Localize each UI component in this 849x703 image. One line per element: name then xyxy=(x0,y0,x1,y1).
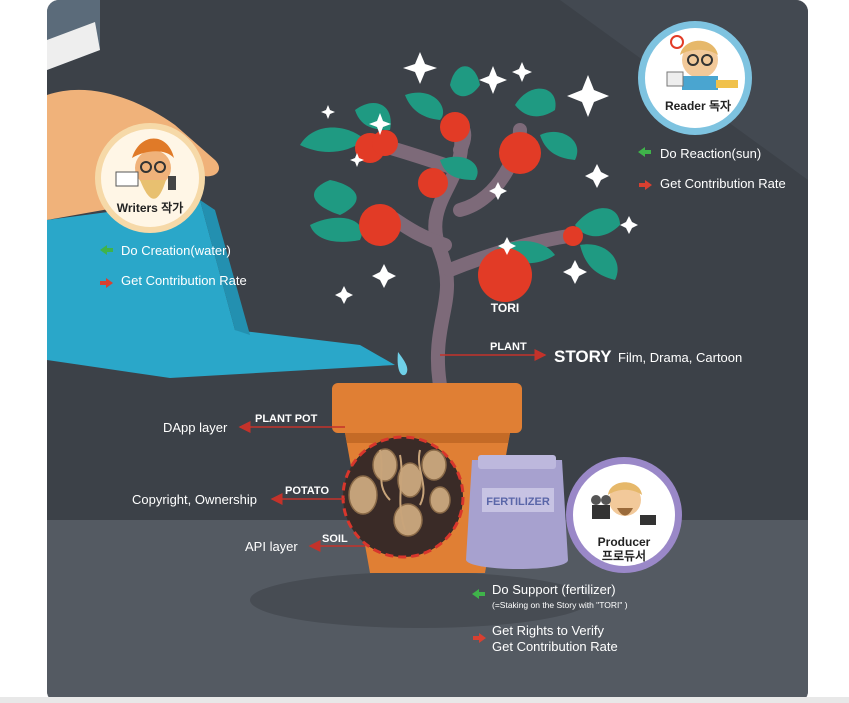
green-arrow-icon xyxy=(472,589,485,599)
tomato xyxy=(499,132,541,174)
reader-action: Do Reaction(sun) xyxy=(660,146,761,161)
tomato xyxy=(418,168,448,198)
producer-action: Do Support (fertilizer) xyxy=(492,582,616,597)
text-layer: Writers 작가 Do Creation(water) Get Contri… xyxy=(100,98,786,654)
tomato xyxy=(563,226,583,246)
pot-rim xyxy=(332,383,522,433)
pot-rim-shade xyxy=(345,433,510,443)
water-drop xyxy=(397,352,408,376)
story-label: STORY xyxy=(554,347,612,366)
story-media: Film, Drama, Cartoon xyxy=(618,350,742,365)
pot-shadow xyxy=(250,572,590,628)
writer-avatar xyxy=(95,123,205,233)
producer-action-note: (=Staking on the Story with "TORI" ) xyxy=(492,600,628,610)
tomato xyxy=(372,130,398,156)
tomato xyxy=(478,248,532,302)
producer-title-1: Producer xyxy=(598,535,651,549)
red-arrow-icon xyxy=(100,278,113,288)
producer-avatar xyxy=(566,457,682,573)
watering-can-shade xyxy=(200,200,250,335)
sparkles xyxy=(321,52,638,304)
red-arrow-icon xyxy=(473,633,486,643)
writers-action: Do Creation(water) xyxy=(121,243,231,258)
tori-label: TORI xyxy=(491,301,519,315)
writers-reward: Get Contribution Rate xyxy=(121,273,247,288)
soil-label: SOIL xyxy=(322,533,348,545)
plant-label: PLANT xyxy=(490,341,527,353)
potato-meaning: Copyright, Ownership xyxy=(132,492,257,507)
potato-roots xyxy=(379,449,425,531)
potato-label: POTATO xyxy=(285,485,329,497)
clock-icon xyxy=(670,35,684,49)
watering-can xyxy=(47,200,395,378)
camera-icon xyxy=(592,505,610,519)
fertilizer-label: FERTILIZER xyxy=(486,496,550,508)
red-arrow-icon xyxy=(639,180,652,190)
plant-pot-meaning: DApp layer xyxy=(163,420,228,435)
producer-reward-1: Get Rights to Verify xyxy=(492,623,604,638)
bottom-toolbar-strip xyxy=(0,697,849,703)
soil-meaning: API layer xyxy=(245,539,298,554)
tomato xyxy=(440,112,470,142)
reader-reward: Get Contribution Rate xyxy=(660,176,786,191)
producer-reward-2: Get Contribution Rate xyxy=(492,639,618,654)
tomato xyxy=(359,204,401,246)
green-arrow-icon xyxy=(638,147,651,157)
reader-title: Reader 독자 xyxy=(665,98,731,113)
fertilizer-bag xyxy=(466,455,568,569)
plant-leaves xyxy=(300,66,620,280)
plant-pot-label: PLANT POT xyxy=(255,413,318,425)
green-arrow-icon xyxy=(100,245,113,255)
reader-avatar xyxy=(638,21,752,135)
tomato-fruits xyxy=(355,112,583,302)
writers-title: Writers 작가 xyxy=(117,200,184,215)
shirt-cuff xyxy=(47,22,100,70)
producer-title-2: 프로듀서 xyxy=(602,548,646,563)
